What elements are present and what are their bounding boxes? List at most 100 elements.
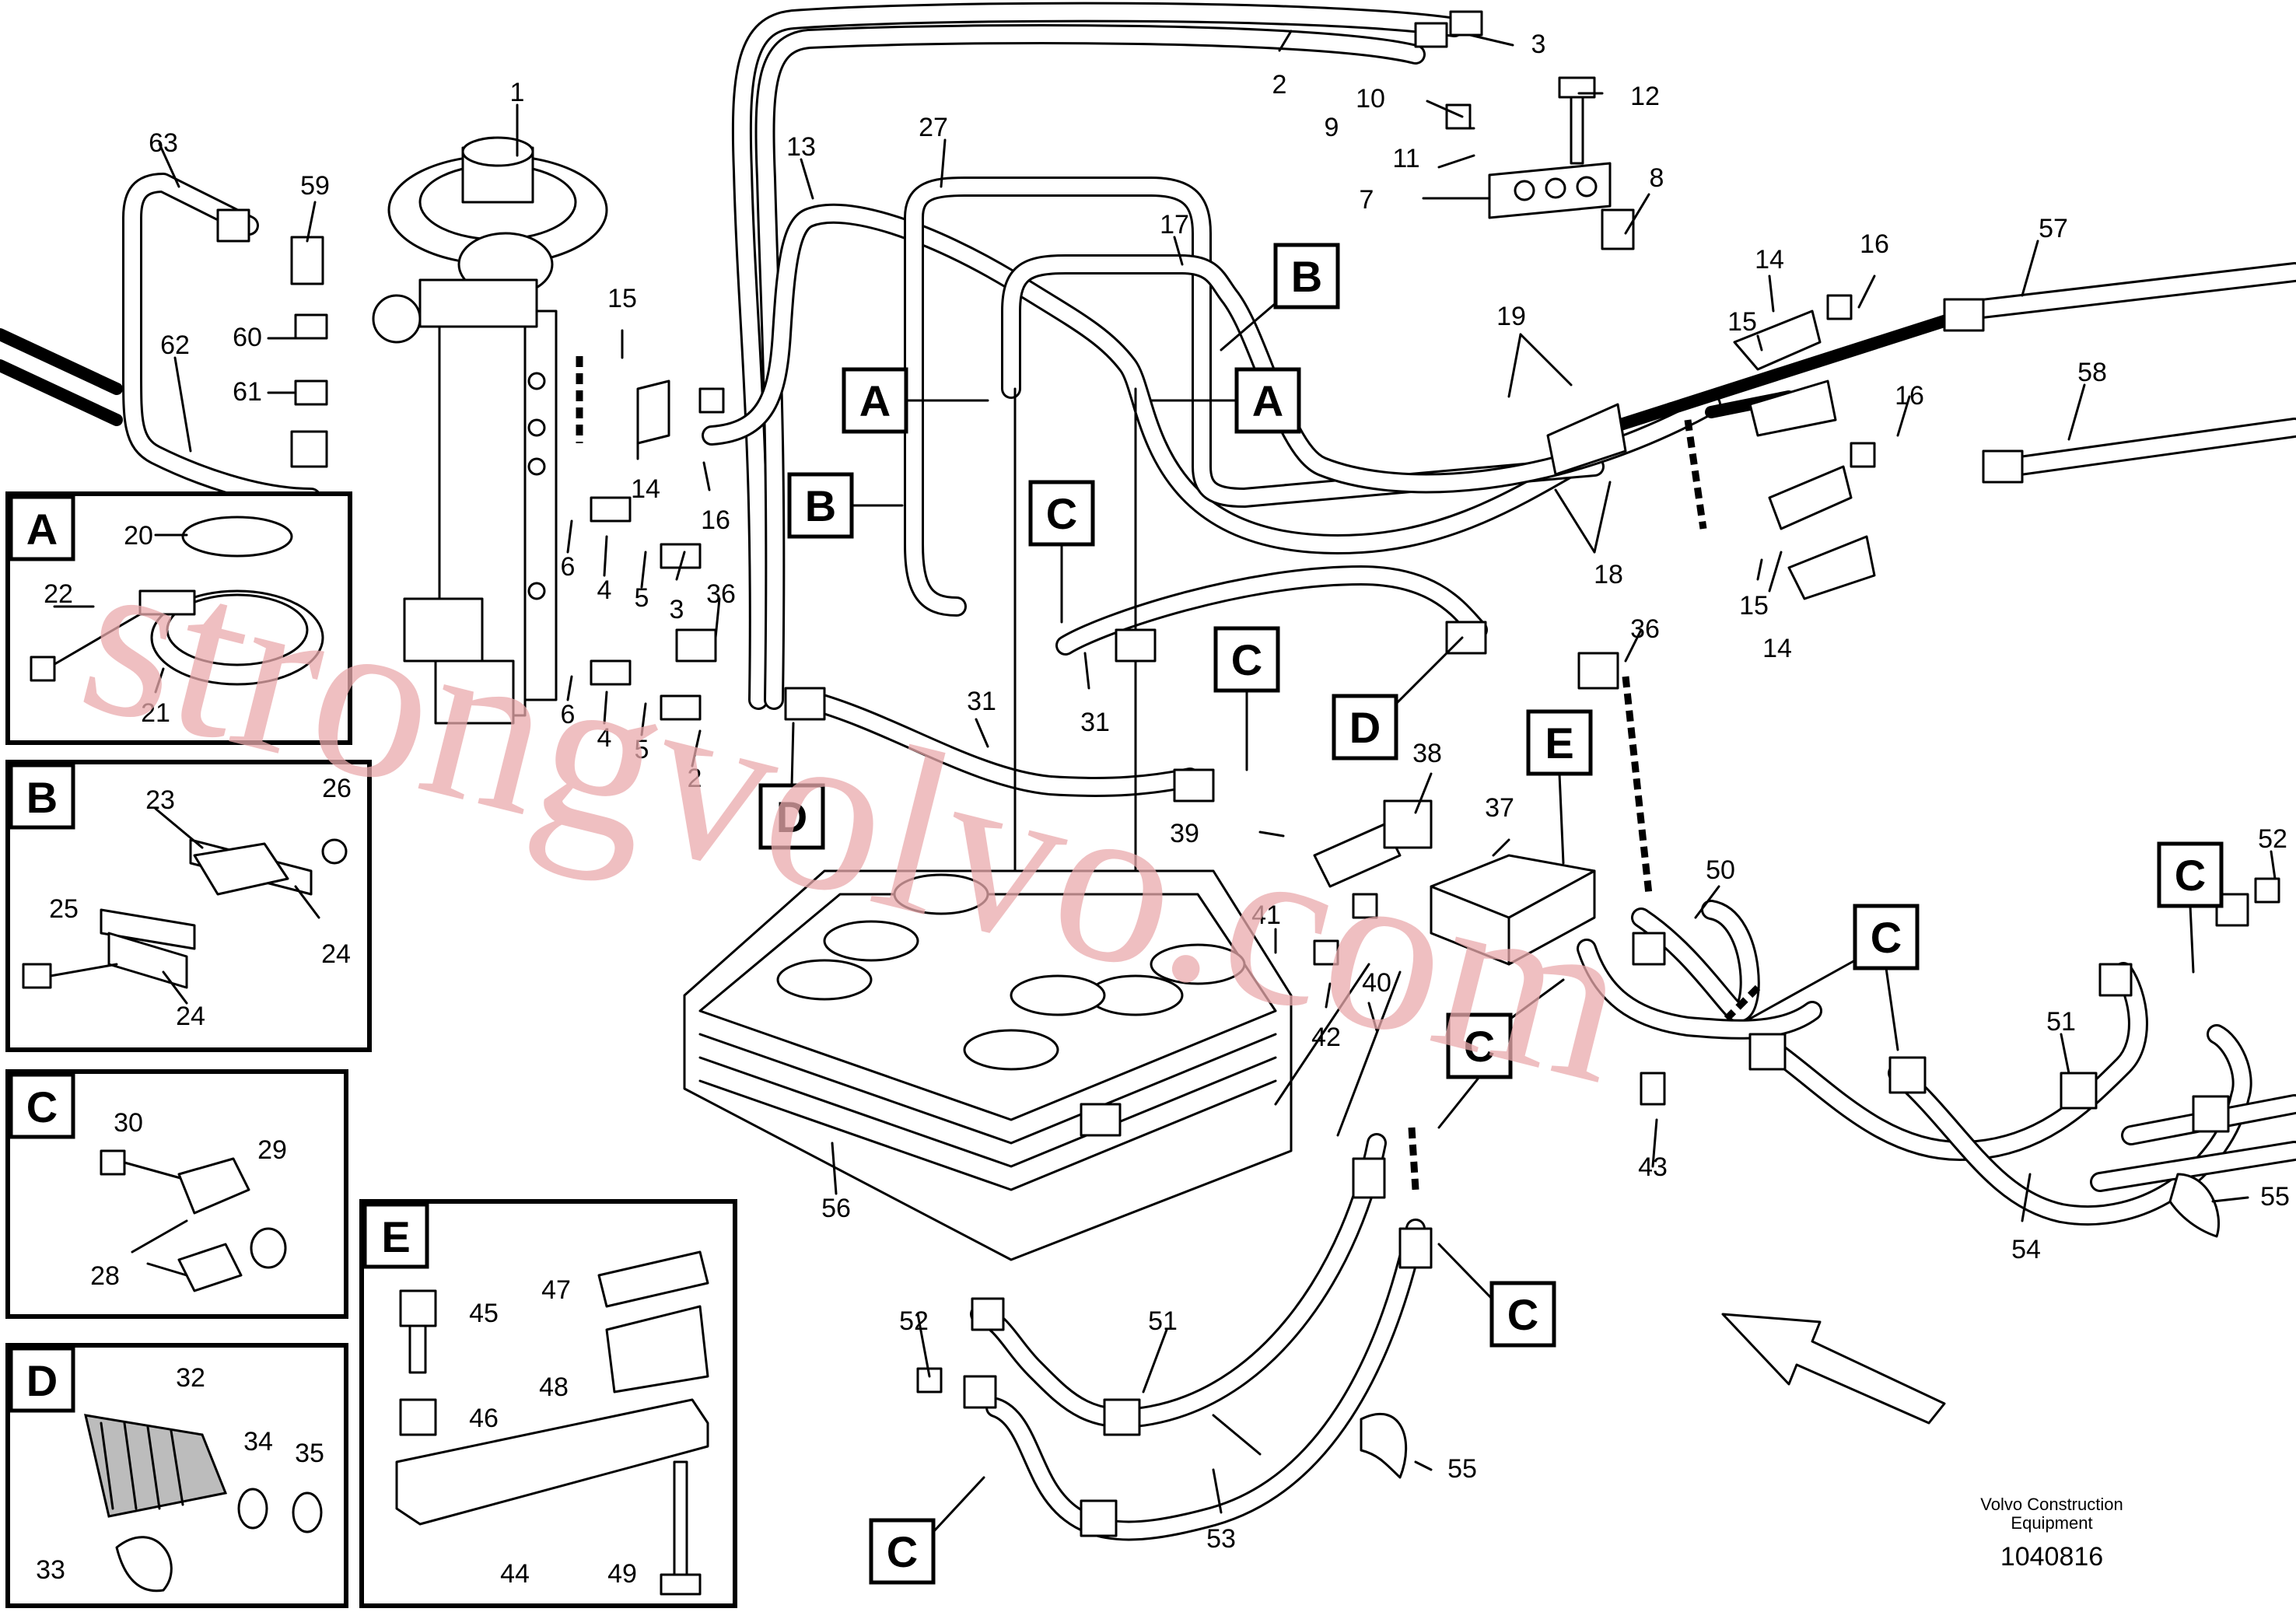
view-tag-letter: B: [1291, 252, 1322, 301]
view-tag-letter: C: [1871, 913, 1902, 962]
part-number: 23: [145, 785, 175, 815]
part-number: 26: [322, 774, 352, 803]
part-number: 15: [607, 284, 637, 313]
part-number: 52: [2258, 824, 2287, 854]
panel-title-a: A: [26, 505, 58, 554]
part-number: 31: [1080, 708, 1110, 737]
view-tag-c: C: [1437, 1243, 1556, 1348]
part-number: 10: [1356, 84, 1385, 114]
part-number: 3: [1531, 30, 1546, 59]
part-number: 62: [160, 330, 190, 360]
part-number: 6: [561, 700, 576, 729]
view-tag-letter: C: [887, 1527, 918, 1576]
part-number: 43: [1638, 1152, 1668, 1182]
part-number: 47: [541, 1275, 571, 1305]
part-number: 19: [1496, 302, 1526, 331]
part-number: 14: [631, 474, 660, 504]
part-number: 6: [561, 552, 576, 582]
figure-footer: Volvo Construction Equipment 1040816: [1980, 1495, 2123, 1572]
part-number: 38: [1412, 739, 1442, 768]
part-number: 60: [233, 323, 262, 352]
view-tag-letter: E: [1545, 719, 1573, 768]
figure-number: 1040816: [2000, 1542, 2103, 1572]
view-tag-letter: D: [776, 792, 807, 841]
view-tag-e: E: [1526, 709, 1593, 865]
part-number: 15: [1727, 307, 1757, 337]
part-number: 37: [1485, 793, 1514, 823]
panel-title-c: C: [26, 1082, 58, 1131]
part-number: 34: [243, 1427, 273, 1456]
company-name-line1: Volvo Construction: [1980, 1495, 2123, 1514]
view-tag-letter: B: [805, 481, 836, 530]
turbocharger: [372, 136, 608, 725]
view-tag-letter: C: [1046, 489, 1077, 538]
panel-title-b: B: [26, 773, 58, 822]
view-tag-d: D: [1332, 636, 1464, 761]
part-number: 36: [1630, 614, 1660, 644]
part-number: 55: [2260, 1182, 2290, 1212]
part-number: 52: [899, 1306, 929, 1336]
part-number: 2: [688, 764, 702, 793]
part-number: 14: [1755, 245, 1784, 274]
view-tag-b: B: [1220, 243, 1340, 351]
view-tag-letter: A: [1252, 376, 1283, 425]
part-number: 3: [670, 595, 684, 624]
part-number: 59: [300, 171, 330, 201]
view-tag-c: C: [1213, 626, 1280, 771]
part-number: 5: [635, 583, 649, 613]
part-number: 32: [176, 1363, 205, 1393]
part-number: 50: [1706, 855, 1735, 885]
detail-panel-e: E 45 47 46 48 44 49: [359, 1199, 737, 1608]
part-number: 16: [1895, 381, 1924, 411]
part-number: 33: [36, 1555, 65, 1585]
part-number: 56: [821, 1194, 851, 1223]
part-number: 21: [141, 698, 170, 728]
view-tag-c: C: [869, 1476, 985, 1585]
part-number: 63: [149, 128, 178, 158]
part-number: 36: [706, 579, 736, 609]
part-number: 53: [1206, 1524, 1236, 1554]
fittings: [216, 10, 2280, 1537]
view-tag-letter: C: [1507, 1290, 1538, 1339]
part-number: 27: [919, 113, 948, 142]
view-tag-letter: D: [1349, 703, 1381, 752]
part-number: 45: [469, 1299, 499, 1328]
connection-block: [1488, 76, 1635, 250]
part-number: 29: [257, 1135, 287, 1165]
view-tag-c: C: [2157, 841, 2224, 974]
view-tag-c: C: [1748, 904, 1920, 1051]
part-number: 40: [1362, 968, 1391, 998]
view-tag-b: B: [787, 472, 904, 539]
part-number: 15: [1739, 591, 1769, 621]
part-number: 20: [124, 521, 153, 551]
part-number: 54: [2011, 1235, 2041, 1264]
valve-block: [1274, 799, 1596, 1137]
part-number: 24: [321, 939, 351, 969]
part-number: 39: [1170, 819, 1199, 848]
part-number: 2: [1272, 70, 1287, 100]
part-number: 24: [176, 1002, 205, 1031]
callouts: 1 2 2 3 3 4 4 5 5 6 6 7 8 9 10 11 12 13 …: [149, 30, 2290, 1554]
part-number: 12: [1630, 82, 1660, 111]
view-tag-a: A: [842, 367, 989, 434]
part-number: 58: [2077, 358, 2107, 387]
part-number: 35: [295, 1439, 324, 1468]
part-number: 16: [1860, 229, 1889, 259]
direction-arrow: [1721, 1313, 1946, 1425]
view-tag-letter: A: [859, 376, 891, 425]
part-number: 22: [44, 579, 73, 609]
view-tag-c: C: [1437, 978, 1565, 1129]
part-number: 7: [1360, 185, 1374, 215]
part-number: 17: [1160, 210, 1189, 240]
part-number: 18: [1594, 560, 1623, 589]
detail-panel-c: C 30 29 28: [5, 1069, 348, 1319]
detail-panel-d: D 32 34 35 33: [5, 1343, 348, 1608]
part-number: 30: [114, 1108, 143, 1138]
oil-cooler: [683, 869, 1293, 1261]
view-tag-letter: C: [1464, 1022, 1495, 1071]
part-number: 42: [1311, 1023, 1341, 1052]
part-number: 1: [510, 78, 525, 107]
part-number: 51: [1148, 1306, 1178, 1336]
part-number: 57: [2039, 214, 2068, 243]
clip: [1360, 1173, 2221, 1479]
